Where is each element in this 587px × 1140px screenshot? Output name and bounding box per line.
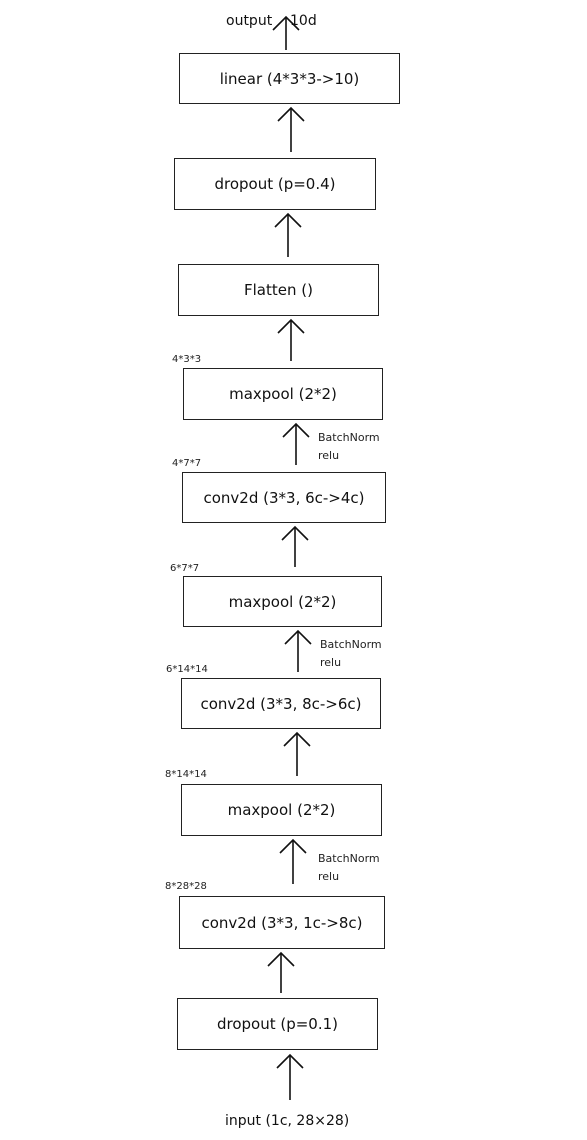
arrow-conv3-to-maxpool3: [282, 422, 310, 465]
shape-label-8x28x28: 8*28*28: [165, 881, 207, 892]
layer-linear: linear (4*3*3->10): [179, 53, 400, 104]
batchnorm-relu-note-1: BatchNorm relu: [318, 850, 380, 886]
batchnorm-relu-note-2: BatchNorm relu: [320, 636, 382, 672]
output-label: output: [226, 13, 273, 29]
output-dim-label: 10d: [290, 13, 317, 29]
layer-flatten: Flatten (): [178, 264, 379, 316]
batchnorm-label: BatchNorm: [320, 638, 382, 651]
layer-conv2d-3: conv2d (3*3, 6c->4c): [182, 472, 386, 523]
arrow-flatten-to-dropout: [274, 212, 302, 257]
arrow-linear-to-output: [272, 15, 300, 50]
shape-label-4x3x3: 4*3*3: [172, 354, 202, 365]
shape-label-6x14x14: 6*14*14: [166, 664, 208, 675]
arrow-maxpool2-to-conv3: [281, 525, 309, 567]
relu-label: relu: [318, 449, 340, 462]
shape-label-4x7x7: 4*7*7: [172, 458, 202, 469]
layer-maxpool-3: maxpool (2*2): [183, 368, 383, 420]
layer-conv2d-1: conv2d (3*3, 1c->8c): [179, 896, 385, 949]
arrow-conv1-to-maxpool1: [279, 838, 307, 884]
relu-label: relu: [318, 870, 340, 883]
arrow-conv2-to-maxpool2: [284, 629, 312, 672]
layer-maxpool-2: maxpool (2*2): [183, 576, 382, 627]
relu-label: relu: [320, 656, 342, 669]
layer-dropout-04: dropout (p=0.4): [174, 158, 376, 210]
shape-label-8x14x14: 8*14*14: [165, 769, 207, 780]
arrow-dropout-to-conv1: [267, 951, 295, 993]
batchnorm-label: BatchNorm: [318, 852, 380, 865]
batchnorm-label: BatchNorm: [318, 431, 380, 444]
batchnorm-relu-note-3: BatchNorm relu: [318, 429, 380, 465]
layer-dropout-01: dropout (p=0.1): [177, 998, 378, 1050]
layer-maxpool-1: maxpool (2*2): [181, 784, 382, 836]
input-label: input (1c, 28×28): [225, 1113, 350, 1129]
layer-conv2d-2: conv2d (3*3, 8c->6c): [181, 678, 381, 729]
arrow-dropout-to-linear: [277, 106, 305, 152]
arrow-maxpool1-to-conv2: [283, 731, 311, 776]
arrow-maxpool3-to-flatten: [277, 318, 305, 361]
arrow-input-to-dropout: [276, 1053, 304, 1100]
shape-label-6x7x7: 6*7*7: [170, 563, 200, 574]
